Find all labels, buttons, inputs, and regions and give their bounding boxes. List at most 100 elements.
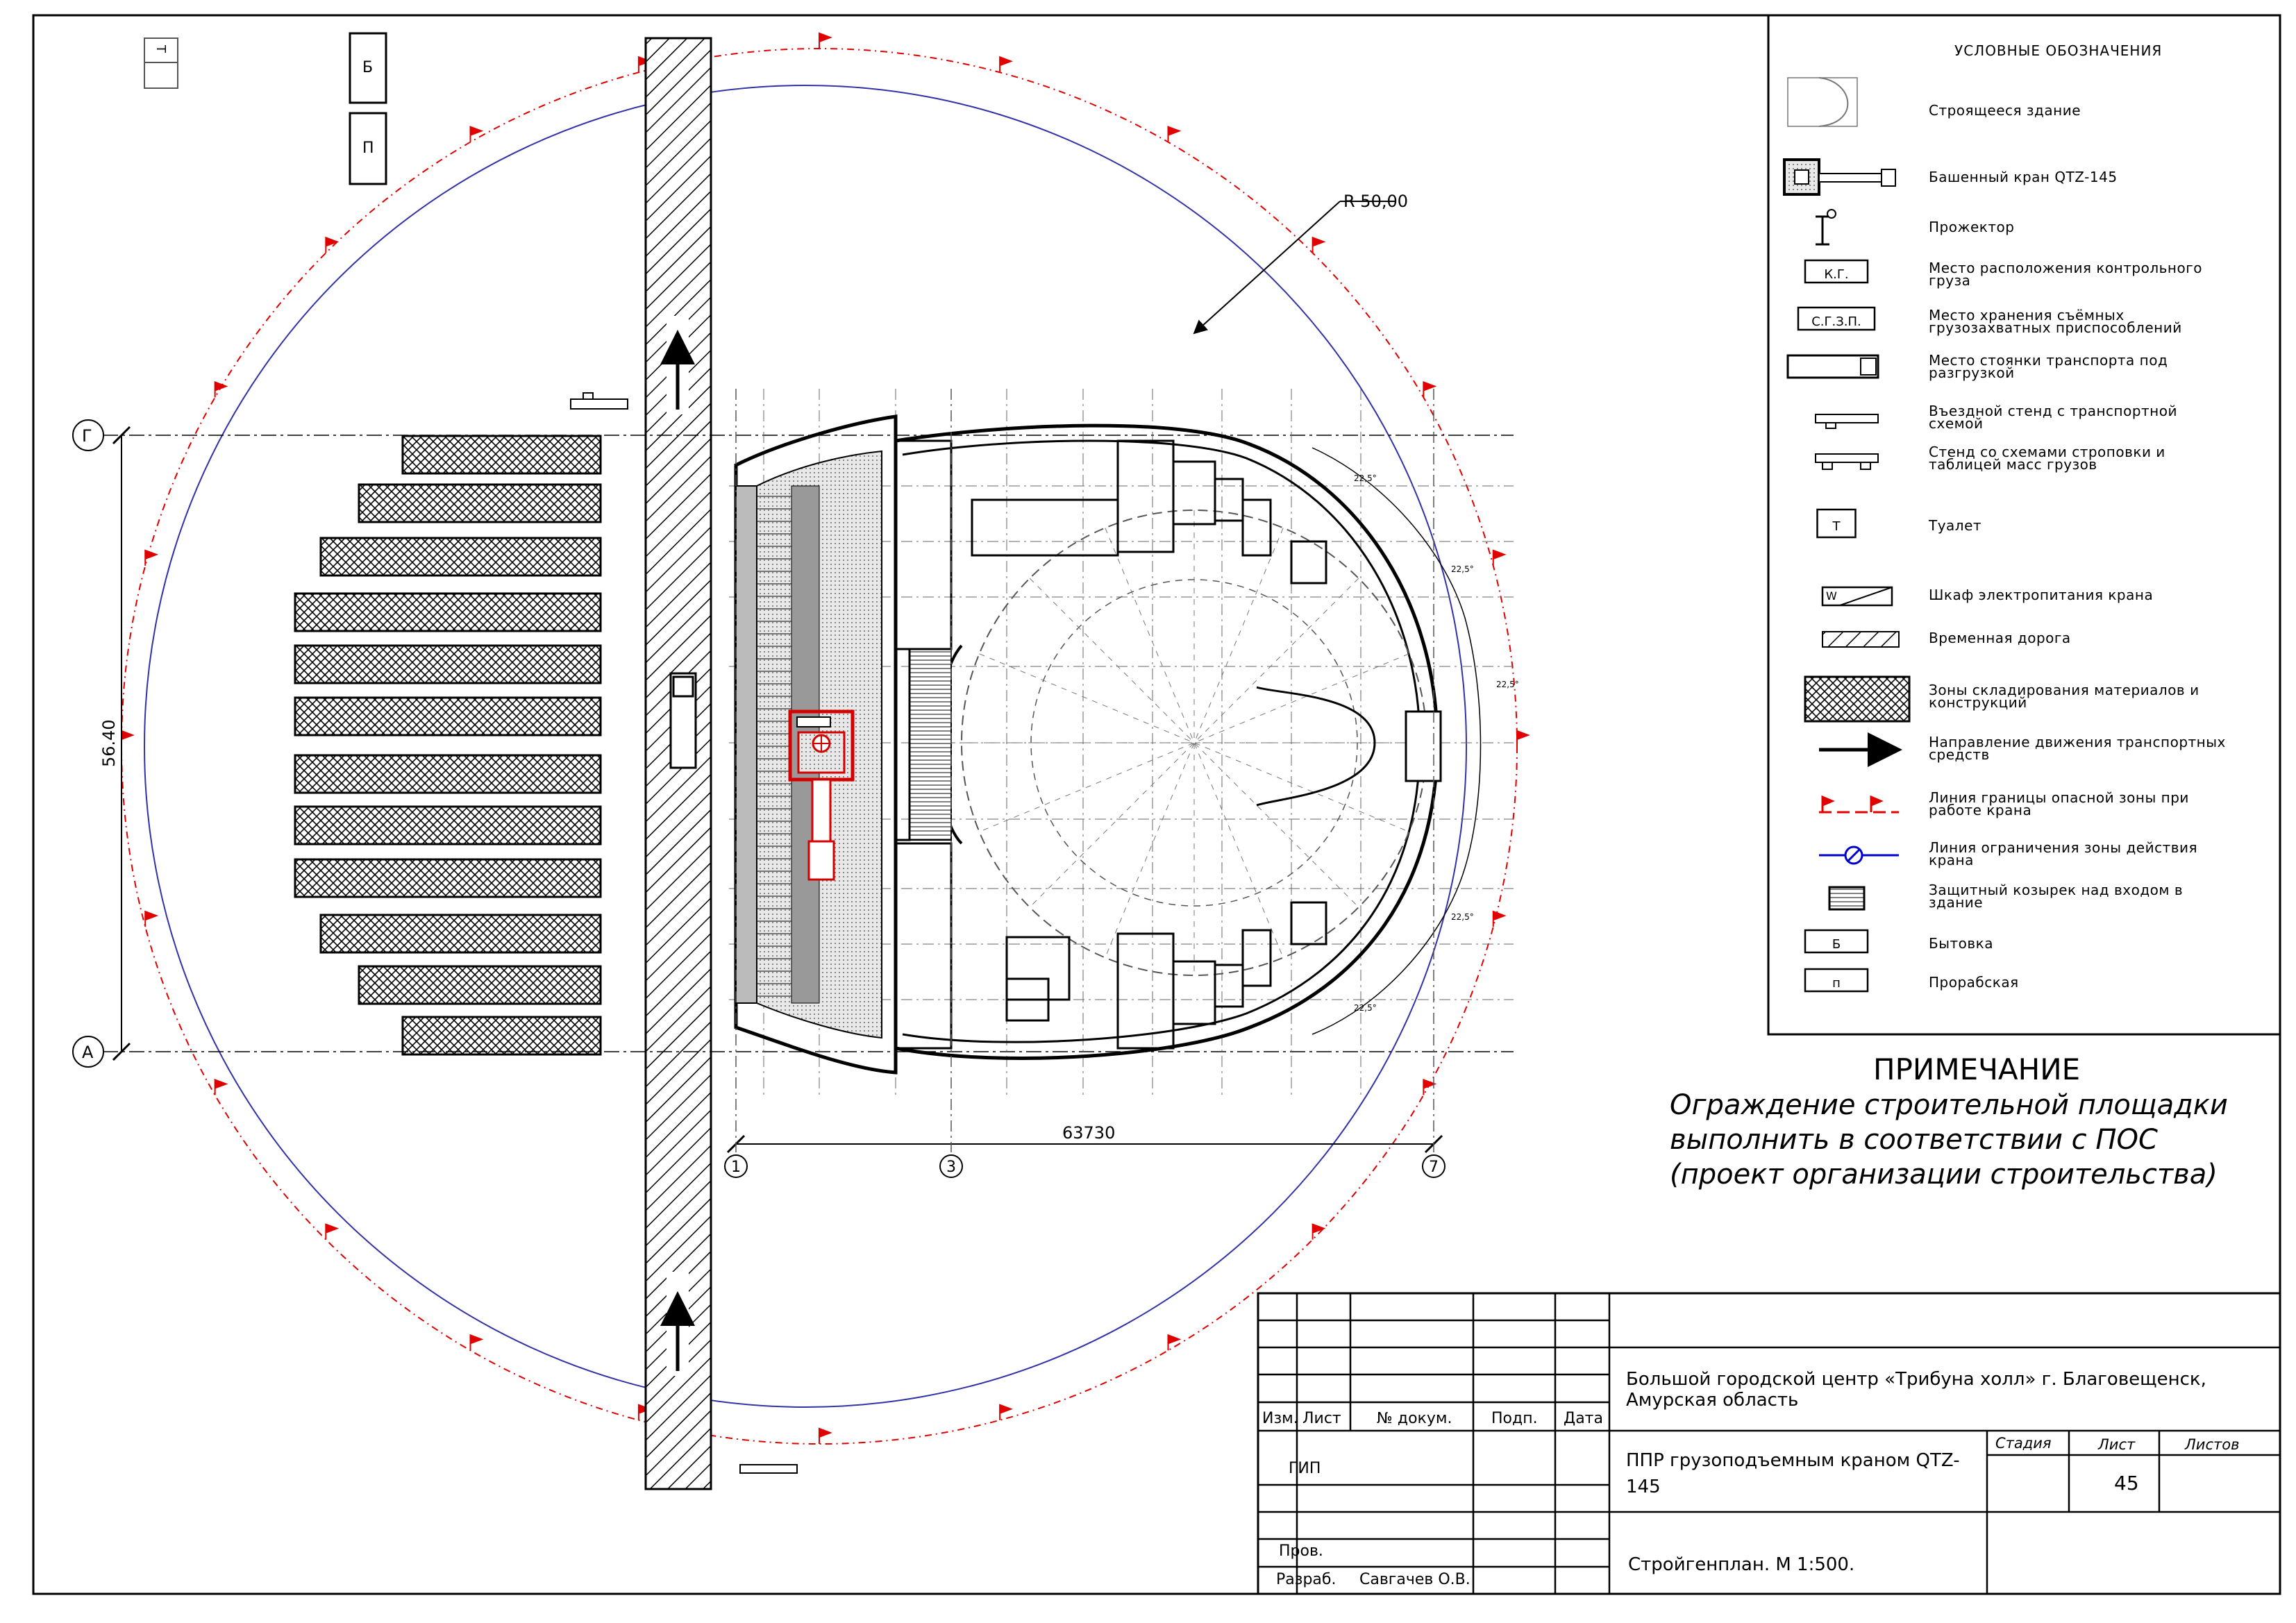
storage-zone [294,805,602,846]
axis-a-marker: А [72,1036,104,1068]
removable-devices-icon: С.Г.З.П. [1797,306,1876,331]
legend: УСЛОВНЫЕ ОБОЗНАЧЕНИЯ Строящееся зданиеБа… [1767,14,2281,1036]
danger-flag [144,549,159,566]
danger-flag [999,56,1013,73]
danger-flag [1312,1223,1326,1240]
rigging-stand-icon [1815,453,1879,470]
axis-g-marker: Г [72,419,104,451]
svg-text:Б: Б [1832,937,1841,952]
svg-text:№ докум.: № докум. [1377,1410,1452,1427]
svg-text:22,5°: 22,5° [1354,473,1377,483]
storage-zone [294,696,602,737]
note: ПРИМЕЧАНИЕ Ограждение строительной площа… [1670,1052,2228,1191]
danger-flag [1167,1334,1182,1351]
legend-label: Строящееся здание [1929,102,2081,119]
danger-zone-flags [121,32,1530,1444]
svg-text:Листов: Листов [2184,1436,2239,1453]
toilet-label: Т [153,44,168,53]
svg-text:Лист: Лист [1302,1410,1341,1427]
legend-label: Прожектор [1929,219,2014,235]
entry-stand-bottom [739,1464,798,1474]
note-line-2: выполнить в соответствии с ПОС [1670,1124,2158,1156]
floodlight-icon [1816,209,1836,246]
legend-item: W Шкаф электропитания крана [1821,586,2153,607]
danger-flag [214,1079,228,1095]
sheet-number: 45 [2114,1472,2139,1495]
work-title-2: 145 [1626,1477,1661,1497]
storage-zone [401,1016,602,1056]
title-block: Изм. Лист № докум. Подп. Дата ГИП Пров. … [1257,1292,2281,1595]
danger-flag [819,32,832,49]
svg-text:Пров.: Пров. [1279,1542,1323,1560]
legend-label: Временная дорога [1929,630,2071,646]
svg-text:Дата: Дата [1564,1410,1603,1427]
legend-label: Туалет [1928,517,1981,534]
danger-flag [121,730,135,746]
toilet-icon: Т [1816,508,1857,539]
entry-stand-icon [1815,414,1879,429]
svg-text:А: А [82,1043,94,1062]
cabin-b: Б [349,32,387,104]
svg-text:Подп.: Подп. [1491,1410,1538,1427]
note-line-3: (проект организации строительства) [1670,1159,2218,1191]
tower-crane-icon [1783,158,1896,196]
svg-text:22,5°: 22,5° [1451,564,1474,574]
project-title-2: Амурская область [1626,1390,1798,1411]
foreman-cabin-label: П [362,140,374,157]
storage-zone [319,914,602,954]
limit-line-icon [1819,846,1899,865]
storage-zones [294,435,602,1056]
svg-text:Лист: Лист [2097,1436,2136,1453]
cabin-icon: Б [1804,929,1869,954]
parked-truck [669,672,697,769]
danger-line-icon [1819,795,1899,814]
danger-flag [214,381,228,398]
svg-text:3: 3 [946,1159,956,1176]
storage-zone [294,858,602,898]
note-title: ПРИМЕЧАНИЕ [1873,1052,2080,1086]
svg-text:22,5°: 22,5° [1496,680,1519,689]
legend-label: Шкаф электропитания крана [1929,587,2153,603]
toilet: Т [144,37,178,89]
danger-flag [144,910,159,927]
svg-text:К.Г.: К.Г. [1824,267,1848,282]
svg-text:7: 7 [1429,1159,1439,1176]
svg-text:22,5°: 22,5° [1451,912,1474,922]
legend-item: п Прорабская [1804,968,2019,993]
storage-zone [358,483,602,523]
legend-label: Бытовка [1929,935,1993,952]
radius-leader: R 50,00 [1193,192,1408,335]
svg-text:п: п [1832,976,1841,991]
svg-text:Г: Г [82,426,92,446]
danger-flag [819,1427,832,1444]
legend-item: Строящееся здание [1787,77,2081,127]
tower-crane [788,709,855,881]
note-line-1: Ограждение строительной площадки [1670,1089,2228,1121]
svg-text:С.Г.З.П.: С.Г.З.П. [1811,314,1861,329]
legend-label: Прорабская [1929,974,2019,991]
control-load-icon: К.Г. [1804,259,1869,284]
legend-item: Б Бытовка [1804,929,1993,954]
danger-flag [1423,1079,1437,1095]
storage-zone [401,435,602,475]
legend-item: Т Туалет [1816,508,1981,539]
truck-icon [1786,354,1879,379]
building-icon [1787,77,1858,127]
storage-zone-icon [1804,675,1911,723]
entry-stand-top [570,392,628,410]
storage-zone [294,754,602,794]
building [729,389,1514,1097]
svg-text:W: W [1826,589,1837,603]
danger-flag [1492,549,1507,566]
storage-zone [319,537,602,577]
